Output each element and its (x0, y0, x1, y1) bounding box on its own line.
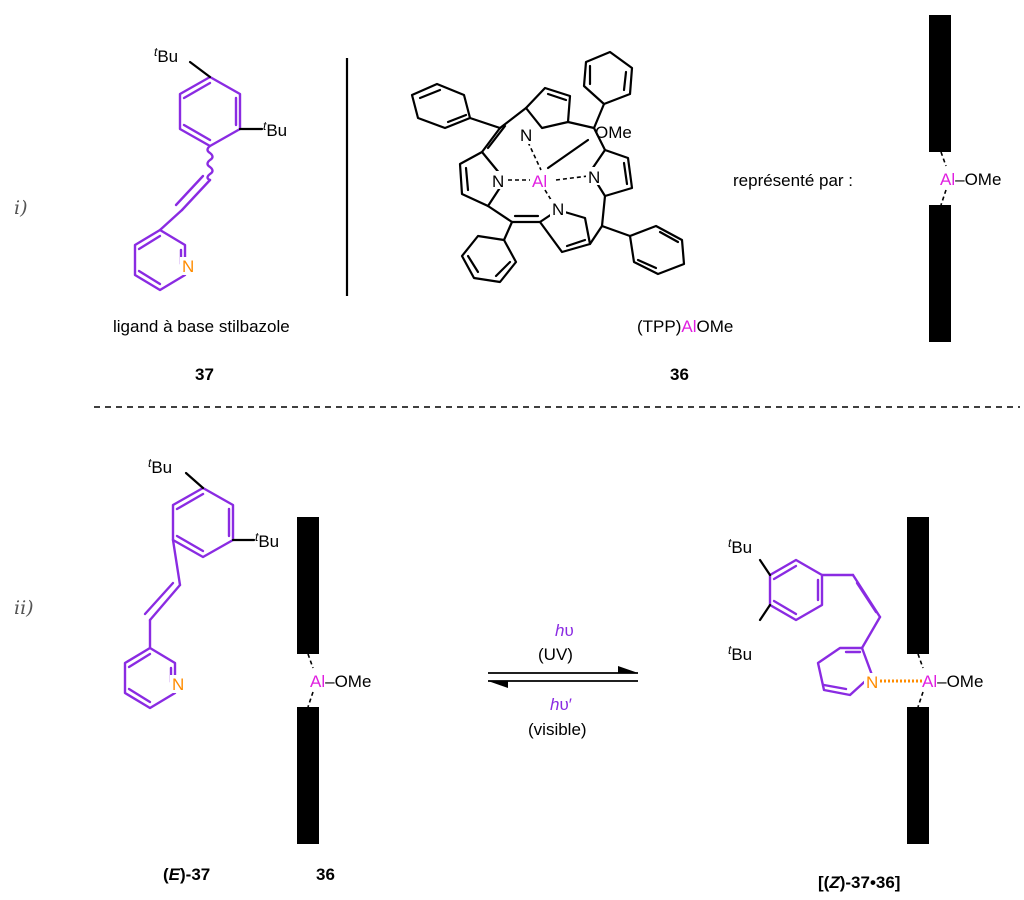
e-37-structure (123, 471, 256, 710)
porphyrin-36-structure (410, 50, 686, 284)
hv-label: hυ (555, 621, 574, 640)
tbu-label: tBu (154, 45, 178, 66)
porphyrin-plane-bar (929, 205, 951, 342)
schematic-al-ome: Al–OMe (922, 672, 983, 691)
nitrogen-atom: N (866, 673, 878, 692)
compound-number-36: 36 (670, 365, 689, 384)
schematic-36 (907, 517, 929, 844)
pyridine-ring (133, 228, 187, 292)
phenyl-ring (460, 234, 518, 284)
phenyl-ring (582, 50, 634, 106)
represente-par-label: représenté par : (733, 171, 853, 190)
phenyl-ring (628, 224, 686, 276)
aryl-ring (178, 75, 242, 148)
hv-prime-label: hυ′ (550, 695, 572, 714)
nitrogen-atom: N (182, 257, 194, 276)
panel-ii-label: ii) (14, 597, 34, 619)
methoxy-label: OMe (595, 123, 632, 142)
tbu-label: tBu (255, 530, 279, 551)
nitrogen-atom: N (172, 675, 184, 694)
panel-i-label: i) (14, 197, 28, 219)
phenyl-ring (410, 82, 472, 130)
tbu-label: tBu (263, 119, 287, 140)
z-37-36-label: [(Z)-37•36] (818, 873, 900, 892)
porphyrin-plane-bar (929, 15, 951, 152)
schematic-al-ome: Al–OMe (310, 672, 371, 691)
z-37-36-complex (758, 558, 922, 697)
compound-number-36: 36 (316, 865, 335, 884)
ligand-caption: ligand à base stilbazole (113, 317, 290, 336)
nitrogen-atom: N (520, 126, 532, 145)
schematic-al-ome: Al–OMe (940, 170, 1001, 189)
e-37-label: (E)-37 (163, 865, 210, 884)
uv-label: (UV) (538, 645, 573, 664)
tbu-label: tBu (148, 456, 172, 477)
nitrogen-atom: N (588, 168, 600, 187)
tbu-label: tBu (728, 536, 752, 557)
compound-number-37: 37 (195, 365, 214, 384)
wavy-bond (206, 144, 214, 182)
nitrogen-atom: N (492, 172, 504, 191)
alkene-bond (180, 178, 212, 212)
tpp-caption: (TPP)AlOMe (637, 317, 733, 336)
ligand-37-structure (133, 60, 264, 292)
aluminium-atom: Al (532, 172, 547, 191)
visible-label: (visible) (528, 720, 587, 739)
tbu-bond (188, 60, 212, 79)
tbu-label: tBu (728, 643, 752, 664)
schematic-36 (297, 517, 319, 844)
schematic-36 (929, 15, 951, 342)
equilibrium-arrows (488, 666, 638, 688)
pyrrole-ring (524, 86, 572, 130)
nitrogen-atom: N (552, 200, 564, 219)
